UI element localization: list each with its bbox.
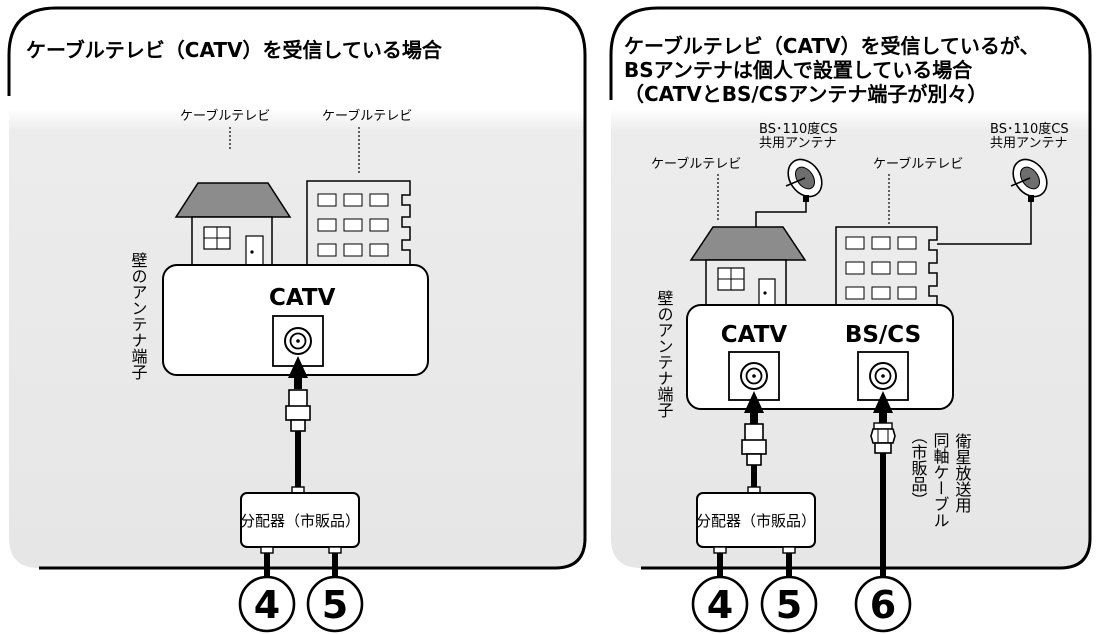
right-number-6: 6	[870, 583, 896, 627]
right-number-4: 4	[707, 583, 733, 627]
right-dish-antenna-2	[937, 158, 1048, 245]
right-cable-label-1: 衛星放送用	[953, 433, 972, 514]
right-splitter	[696, 492, 816, 548]
right-number-5: 5	[776, 583, 802, 627]
left-apartment	[306, 180, 411, 268]
left-panel: ケーブルテレビ（CATV）を受信している場合 ケーブルテレビ ケーブルテレビ	[7, 6, 587, 633]
left-terminal-label: CATV	[269, 285, 336, 311]
svg-text:壁のアンテナ端子: 壁のアンテナ端子	[655, 289, 674, 418]
right-catv-plug	[741, 423, 767, 466]
right-house-label: ケーブルテレビ	[651, 156, 741, 172]
left-number-4: 4	[254, 583, 280, 627]
right-number-4-circle	[691, 575, 749, 633]
left-connect-arrow	[288, 356, 308, 378]
right-apartment-label: ケーブルテレビ	[873, 156, 963, 172]
right-bscs-plug	[870, 422, 896, 454]
left-house-label: ケーブルテレビ	[180, 108, 270, 124]
right-title-line-1: ケーブルテレビ（CATV）を受信しているが、	[624, 34, 1040, 58]
right-title-line-2: BSアンテナは個人で設置している場合	[624, 58, 973, 82]
left-splitter-label: 分配器（市販品）	[240, 512, 360, 530]
left-wall-label: 壁のアンテナ端子	[129, 251, 148, 380]
right-apartment	[835, 226, 938, 306]
right-cable-label-2: 同軸ケーブル	[931, 432, 950, 528]
right-title-line-3: （CATVとBS/CSアンテナ端子が別々）	[624, 82, 987, 106]
left-panel-title: ケーブルテレビ（CATV）を受信している場合	[26, 38, 443, 62]
right-number-5-circle	[760, 575, 818, 633]
left-number-5: 5	[322, 583, 348, 627]
right-antenna-1-label-line-1: BS･110度CS	[759, 121, 838, 137]
right-house	[689, 226, 807, 306]
right-antenna-2-label-line-2: 共用アンテナ	[990, 136, 1067, 151]
left-number-5-circle	[306, 575, 364, 633]
left-apartment-label: ケーブルテレビ	[322, 108, 412, 124]
right-splitter-label: 分配器（市販品）	[696, 512, 816, 530]
right-antenna-1-label-line-2: 共用アンテナ	[759, 136, 836, 151]
left-plug	[285, 389, 311, 432]
right-bscs-arrow	[873, 391, 893, 413]
right-number-6-circle	[854, 575, 912, 633]
left-splitter	[240, 492, 360, 548]
left-number-4-circle	[238, 575, 296, 633]
right-wall-label: 壁のアンテナ端子	[655, 289, 674, 418]
left-house	[174, 182, 292, 268]
right-terminal-bscs-label: BS/CS	[845, 322, 921, 348]
right-catv-arrow	[744, 391, 764, 413]
svg-text:壁のアンテナ端子: 壁のアンテナ端子	[129, 251, 148, 380]
right-terminal-catv-label: CATV	[721, 322, 788, 348]
right-cable-label-3: （市販品）	[909, 428, 928, 508]
right-panel: ケーブルテレビ（CATV）を受信しているが、 BSアンテナは個人で設置している場…	[609, 6, 1092, 633]
right-wall-box	[686, 304, 954, 410]
right-antenna-2-label-line-1: BS･110度CS	[990, 121, 1069, 137]
